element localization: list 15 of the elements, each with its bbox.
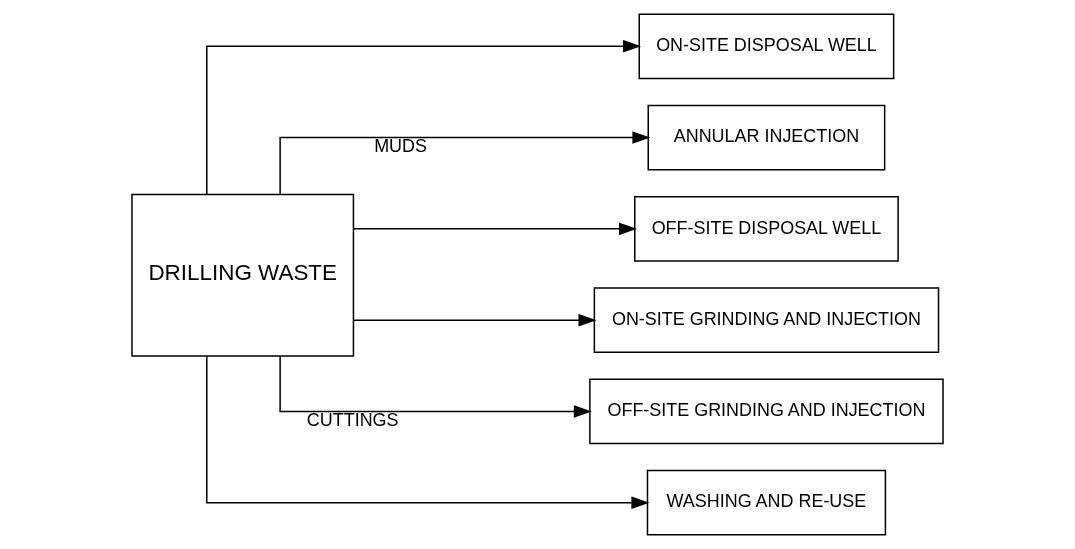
node-box: ON-SITE GRINDING AND INJECTION	[593, 287, 940, 354]
node-box: DRILLING WASTE	[131, 193, 355, 357]
arrow	[353, 222, 637, 236]
arrow	[206, 40, 642, 195]
arrow	[279, 131, 651, 196]
node-box: OFF-SITE GRINDING AND INJECTION	[589, 378, 944, 445]
edge-label: CUTTINGS	[306, 409, 399, 430]
node-box: ON-SITE DISPOSAL WELL	[638, 13, 895, 80]
arrow	[206, 355, 650, 509]
arrow	[279, 355, 592, 418]
node-box: ANNULAR INJECTION	[647, 104, 886, 171]
edge-label: MUDS	[374, 135, 427, 156]
arrow	[353, 313, 597, 327]
node-box: OFF-SITE DISPOSAL WELL	[634, 195, 899, 262]
node-box: WASHING AND RE-USE	[646, 469, 887, 536]
